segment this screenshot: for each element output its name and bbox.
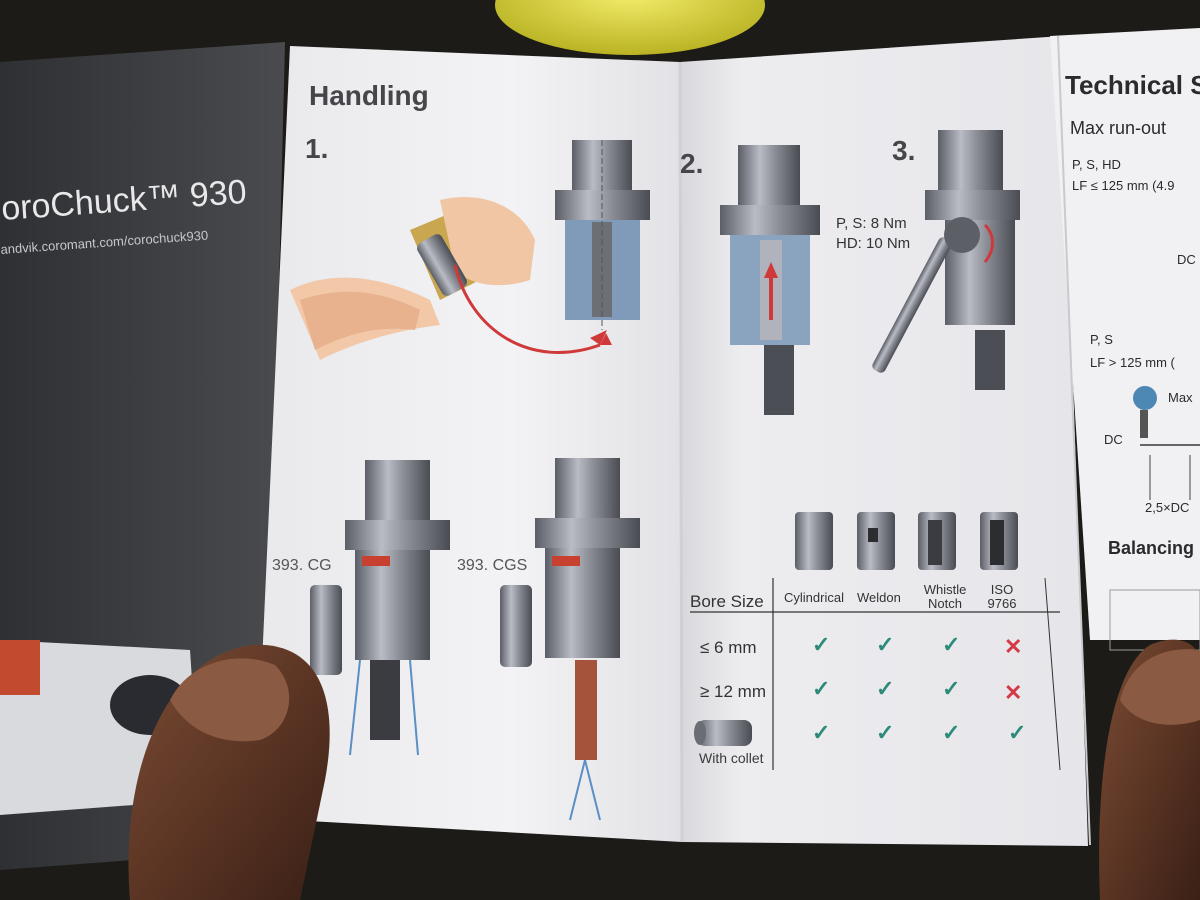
check-mark: ✓ [876, 676, 895, 701]
chuck-cgs-label: 393. CGS [457, 557, 528, 574]
step-1-number: 1. [305, 133, 329, 164]
handling-title: Handling [309, 80, 429, 111]
dc-right-label: DC [1177, 252, 1196, 267]
max-label: Max [1168, 390, 1193, 405]
bore-size-header: Bore Size [690, 592, 764, 611]
check-mark: ✓ [942, 720, 961, 745]
cross-mark: ✕ [1004, 680, 1023, 705]
step-2-number: 2. [680, 148, 704, 179]
chuck-cg-label: 393. CG [272, 557, 332, 574]
check-mark: ✓ [876, 720, 895, 745]
check-mark: ✓ [876, 632, 895, 657]
dc-25-label: 2,5×DC [1145, 500, 1190, 515]
step-3-number: 3. [892, 135, 916, 166]
row-label-6mm: ≤ 6 mm [700, 638, 757, 657]
check-mark: ✓ [812, 676, 831, 701]
check-mark: ✓ [942, 632, 961, 657]
check-mark: ✓ [1008, 720, 1027, 745]
torque-hd: HD: 10 Nm [836, 235, 911, 252]
col-header-cylindrical: Cylindrical [784, 590, 844, 605]
lf2-label: LF > 125 mm ( [1090, 355, 1175, 370]
col-header-weldon: Weldon [857, 590, 901, 605]
dc-left-label: DC [1104, 432, 1123, 447]
row-label-with-collet: With collet [699, 750, 764, 766]
balancing-label: Balancing [1108, 538, 1195, 558]
check-mark: ✓ [812, 720, 831, 745]
cross-mark: ✕ [1004, 634, 1023, 659]
max-runout-label: Max run-out [1070, 118, 1167, 138]
technical-title: Technical S [1065, 70, 1200, 100]
check-mark: ✓ [942, 676, 961, 701]
check-mark: ✓ [812, 632, 831, 657]
col-header-whistle-notch: Whistle Notch [923, 582, 967, 611]
torque-ps: P, S: 8 Nm [836, 215, 907, 232]
lf1-label: LF ≤ 125 mm (4.9 [1072, 178, 1175, 193]
ps-label: P, S [1090, 332, 1113, 347]
row-label-12mm: ≥ 12 mm [700, 682, 767, 701]
col-header-iso: ISO 9766 [987, 582, 1017, 611]
psh-label: P, S, HD [1072, 157, 1121, 172]
